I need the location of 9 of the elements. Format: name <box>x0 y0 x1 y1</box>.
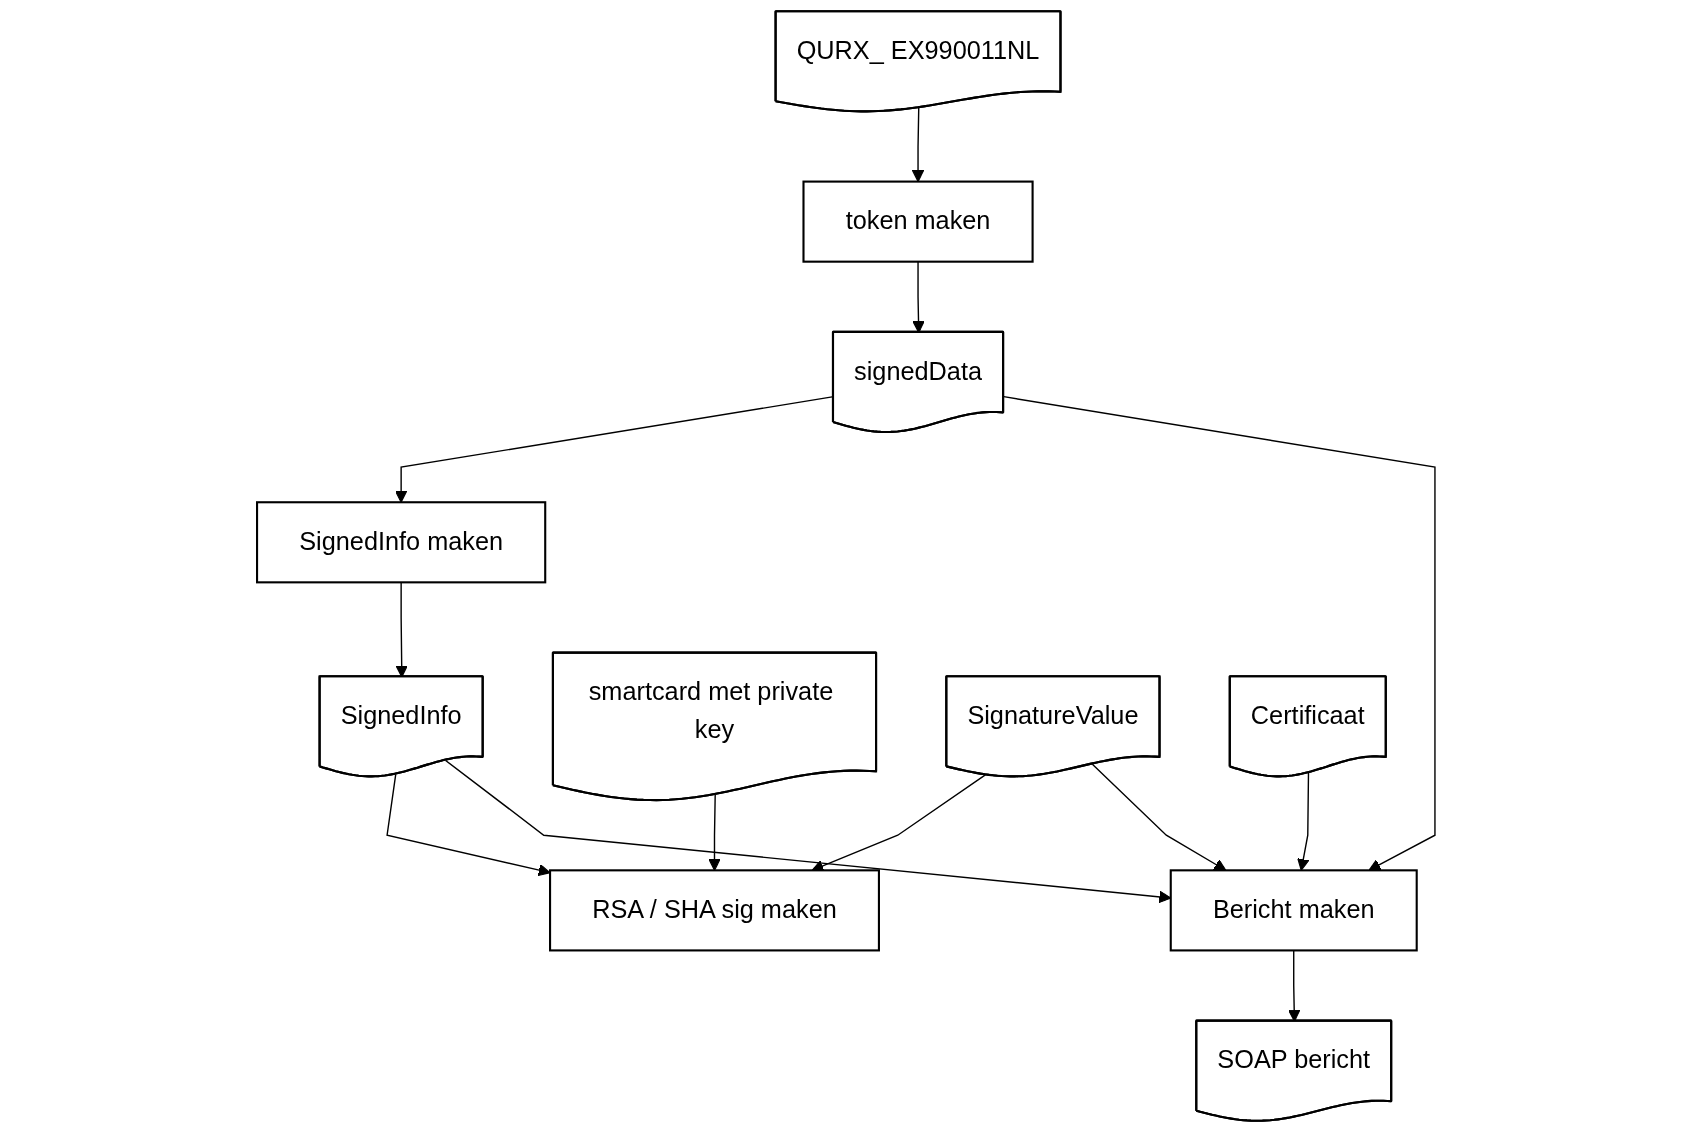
node-box: Bericht maken <box>1169 869 1418 952</box>
arrow <box>1003 396 1436 871</box>
arrow <box>1297 772 1310 871</box>
arrow <box>1091 763 1227 871</box>
node-box: RSA / SHA sig maken <box>549 869 880 952</box>
arrow <box>386 773 551 877</box>
node-box: token maken <box>802 180 1034 263</box>
arrow <box>708 794 721 871</box>
node-box: SignedInfo maken <box>256 501 547 584</box>
